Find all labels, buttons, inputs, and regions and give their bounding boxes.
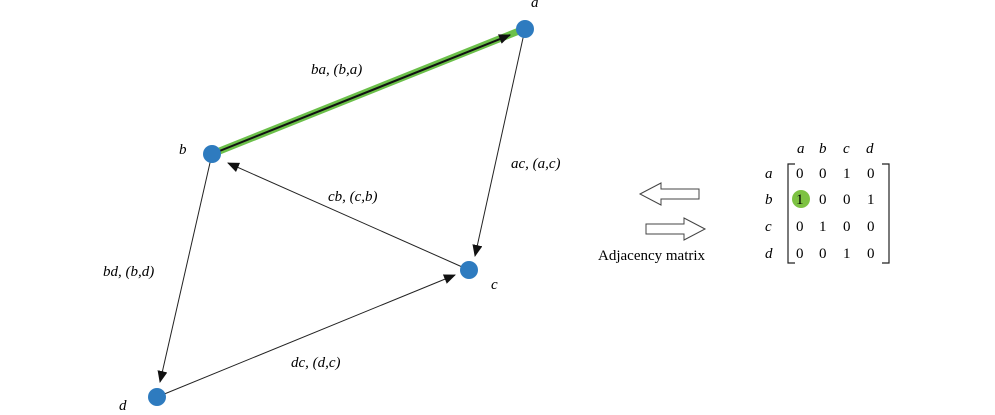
matrix-right-bracket (882, 163, 890, 264)
edge-dc (156, 274, 456, 398)
matrix-cell: 0 (843, 192, 851, 208)
node-labels: a b c d (119, 0, 539, 414)
matrix-cell: 0 (867, 166, 875, 182)
edge-label-bd: bd, (b,d) (103, 264, 154, 280)
matrix-cells: 0 0 1 0 1 0 0 1 0 1 0 0 0 0 1 0 (796, 166, 875, 262)
node-b (203, 145, 221, 163)
matrix-col-header-b: b (819, 141, 827, 157)
matrix-cell: 0 (867, 246, 875, 262)
node-label-c: c (491, 277, 498, 293)
edge-labels: ba, (b,a) ac, (a,c) cb, (c,b) bd, (b,d) … (103, 62, 561, 371)
node-label-d: d (119, 398, 127, 414)
matrix-cell: 1 (819, 219, 827, 235)
matrix-col-header-d: d (866, 141, 874, 157)
edge-ac (472, 28, 526, 257)
matrix-left-bracket (787, 163, 795, 264)
node-d (148, 388, 166, 406)
matrix-cell: 0 (796, 219, 804, 235)
matrix-row-header-a: a (765, 166, 773, 182)
matrix-cell: 0 (867, 219, 875, 235)
node-a (516, 20, 534, 38)
right-outline-arrow-icon (645, 217, 707, 241)
matrix-cell: 0 (843, 219, 851, 235)
node-c (460, 261, 478, 279)
edge-label-ac: ac, (a,c) (511, 156, 561, 172)
matrix-cell: 1 (843, 166, 851, 182)
matrix-col-header-c: c (843, 141, 850, 157)
matrix-row-header-b: b (765, 192, 773, 208)
node-label-a: a (531, 0, 539, 11)
edge-label-dc: dc, (d,c) (291, 355, 341, 371)
edge-cb (227, 162, 470, 271)
matrix-col-headers: a b c d (797, 141, 874, 157)
adjacency-matrix: a b c d a b c d 0 0 1 0 1 0 0 1 0 1 (765, 141, 890, 264)
matrix-cell: 0 (819, 246, 827, 262)
left-outline-arrow-icon (638, 182, 700, 206)
matrix-row-header-c: c (765, 219, 772, 235)
matrix-row-header-d: d (765, 246, 773, 262)
edge-bd (157, 153, 213, 383)
node-label-b: b (179, 142, 187, 158)
matrix-highlight-cell (792, 190, 810, 208)
edge-label-cb: cb, (c,b) (328, 189, 378, 205)
edges (156, 25, 528, 398)
edge-ba (211, 34, 511, 155)
matrix-cell: 0 (819, 192, 827, 208)
nodes (148, 20, 534, 406)
edge-label-ba: ba, (b,a) (311, 62, 362, 78)
matrix-row-headers: a b c d (765, 166, 773, 262)
adjacency-matrix-caption: Adjacency matrix (598, 248, 706, 264)
matrix-col-header-a: a (797, 141, 805, 157)
matrix-cell: 0 (796, 166, 804, 182)
matrix-cell: 1 (796, 192, 804, 208)
matrix-cell: 0 (796, 246, 804, 262)
matrix-cell: 1 (867, 192, 875, 208)
conversion-arrows (638, 182, 707, 241)
matrix-cell: 1 (843, 246, 851, 262)
matrix-cell: 0 (819, 166, 827, 182)
